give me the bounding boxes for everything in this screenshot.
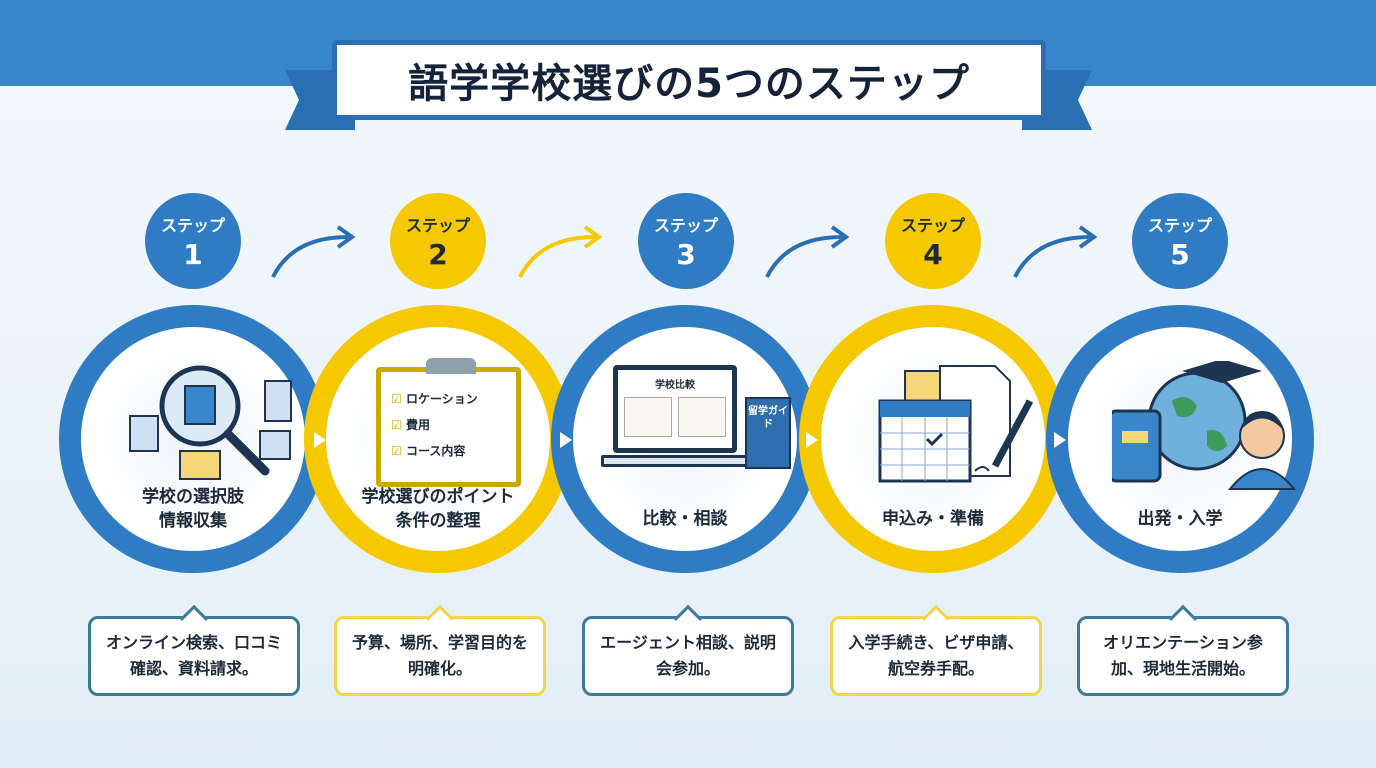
step-label: ステップ: [160, 215, 225, 235]
curved-arrow-icon: [765, 225, 850, 278]
step-label: ステップ: [900, 215, 965, 235]
connector-arrow-icon: [1054, 432, 1066, 448]
step-number: 5: [1170, 237, 1190, 271]
step-caption: 比較・相談: [642, 509, 728, 529]
checklist-item: ☑ コース内容: [391, 444, 466, 458]
connector-arrow-icon: [560, 432, 572, 448]
curved-arrow-icon: [271, 225, 356, 278]
step-caption: 学校の選択肢: [142, 487, 244, 507]
step-number: 4: [923, 237, 943, 271]
step-label: ステップ: [405, 215, 470, 235]
magnifier-buildings-icon: [129, 365, 292, 480]
curved-arrow-icon: [1013, 225, 1098, 278]
step-caption: 学校選びのポイント: [361, 487, 515, 507]
suitcase-globe-student-icon: [1112, 361, 1297, 490]
clipboard-checklist-icon: ☑ ロケーション ☑ 費用 ☑ コース内容: [376, 358, 521, 487]
checklist-item: ☑ 費用: [391, 418, 430, 432]
step-circle-5: 出発・入学: [1046, 305, 1314, 573]
step-caption: 申込み・準備: [882, 509, 984, 529]
step-number: 1: [183, 237, 203, 271]
step-subcaption: 情報収集: [159, 511, 227, 531]
step-caption: 出発・入学: [1137, 509, 1223, 529]
step-circle-2: ☑ ロケーション ☑ 費用 ☑ コース内容 学校選びのポイント条件の整理: [304, 305, 572, 573]
curved-arrow-icon: [518, 225, 603, 278]
page-title: 語学学校選びの5つのステップ: [332, 40, 1046, 120]
connector-arrow-icon: [314, 432, 326, 448]
checklist-item: ☑ ロケーション: [391, 392, 478, 406]
step-circle-3: 学校比較 留学ガイド 比較・相談: [551, 305, 819, 573]
step-description-3: エージェント相談、説明会参加。: [582, 604, 794, 696]
step-subcaption: 条件の整理: [395, 511, 481, 531]
step-description-4: 入学手続き、ビザ申請、航空券手配。: [830, 604, 1042, 696]
connector-arrow-icon: [806, 432, 818, 448]
step-label: ステップ: [653, 215, 718, 235]
guide-book-icon: 留学ガイド: [745, 397, 791, 469]
step-description-5: オリエンテーション参加、現地生活開始。: [1077, 604, 1289, 696]
step-description-2: 予算、場所、学習目的を明確化。: [334, 604, 546, 696]
step-number: 2: [428, 237, 448, 271]
calendar-documents-icon: [878, 365, 1034, 483]
step-description-1: オンライン検索、口コミ確認、資料請求。: [88, 604, 300, 696]
step-circle-1: 学校の選択肢情報収集: [59, 305, 327, 573]
laptop-compare-icon: 学校比較: [601, 365, 751, 480]
step-number: 3: [676, 237, 696, 271]
step-circle-4: 申込み・準備: [799, 305, 1067, 573]
step-label: ステップ: [1147, 215, 1212, 235]
laptop-screen: 学校比較: [613, 365, 737, 453]
